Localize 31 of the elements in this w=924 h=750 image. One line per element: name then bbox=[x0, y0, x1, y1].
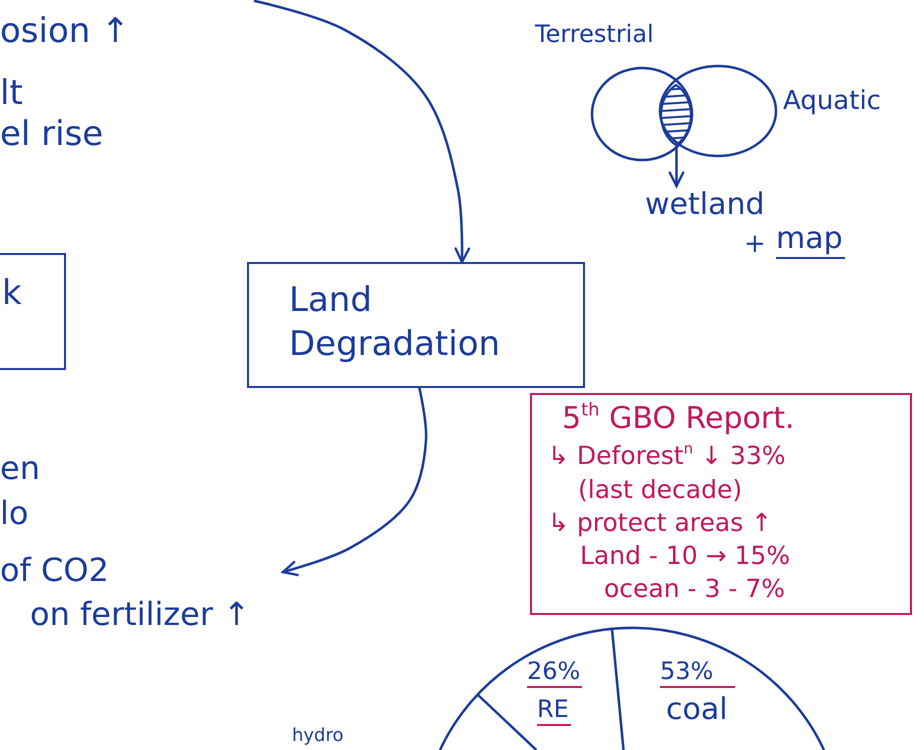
note-text: on fertilizer ↑ bbox=[30, 596, 250, 633]
report-note: ↳ protect areas ↑ bbox=[548, 507, 772, 539]
arrow bbox=[254, 0, 470, 264]
report-box bbox=[530, 393, 912, 615]
report-note: Land - 10 → 15% bbox=[580, 540, 790, 572]
venn-label: Aquatic bbox=[783, 86, 881, 118]
note-text: of CO2 bbox=[0, 552, 109, 589]
note-box bbox=[0, 253, 66, 370]
box-text: k bbox=[2, 272, 22, 315]
box-title: Land Degradation bbox=[289, 279, 502, 366]
note-text: en bbox=[0, 450, 40, 487]
hatched-intersection bbox=[660, 84, 693, 146]
note-text: lo bbox=[0, 495, 28, 532]
report-heading: 5$^{th}$ GBO Report. bbox=[562, 399, 795, 438]
arrow bbox=[282, 386, 428, 576]
report-note: ocean - 3 - 7% bbox=[604, 573, 785, 605]
slice-label: coal bbox=[666, 693, 728, 728]
note-text: map bbox=[776, 222, 845, 258]
wetland-label: wetland bbox=[645, 186, 765, 224]
slice-label: RE bbox=[537, 696, 571, 726]
report-note: ↳ Deforest$^{n}$ ↓ 33% bbox=[548, 439, 786, 472]
percentage-label: 26% bbox=[527, 658, 582, 688]
note-text: osion ↑ bbox=[0, 12, 130, 52]
note-text: + bbox=[744, 230, 766, 260]
slice-label: hydro bbox=[292, 726, 344, 747]
venn-label: Terrestrial bbox=[535, 20, 654, 49]
note-text: lt bbox=[0, 74, 23, 114]
report-note: (last decade) bbox=[578, 474, 742, 506]
process-box bbox=[247, 262, 585, 388]
note-text: el rise bbox=[0, 115, 104, 154]
percentage-label: 53% bbox=[660, 658, 736, 688]
